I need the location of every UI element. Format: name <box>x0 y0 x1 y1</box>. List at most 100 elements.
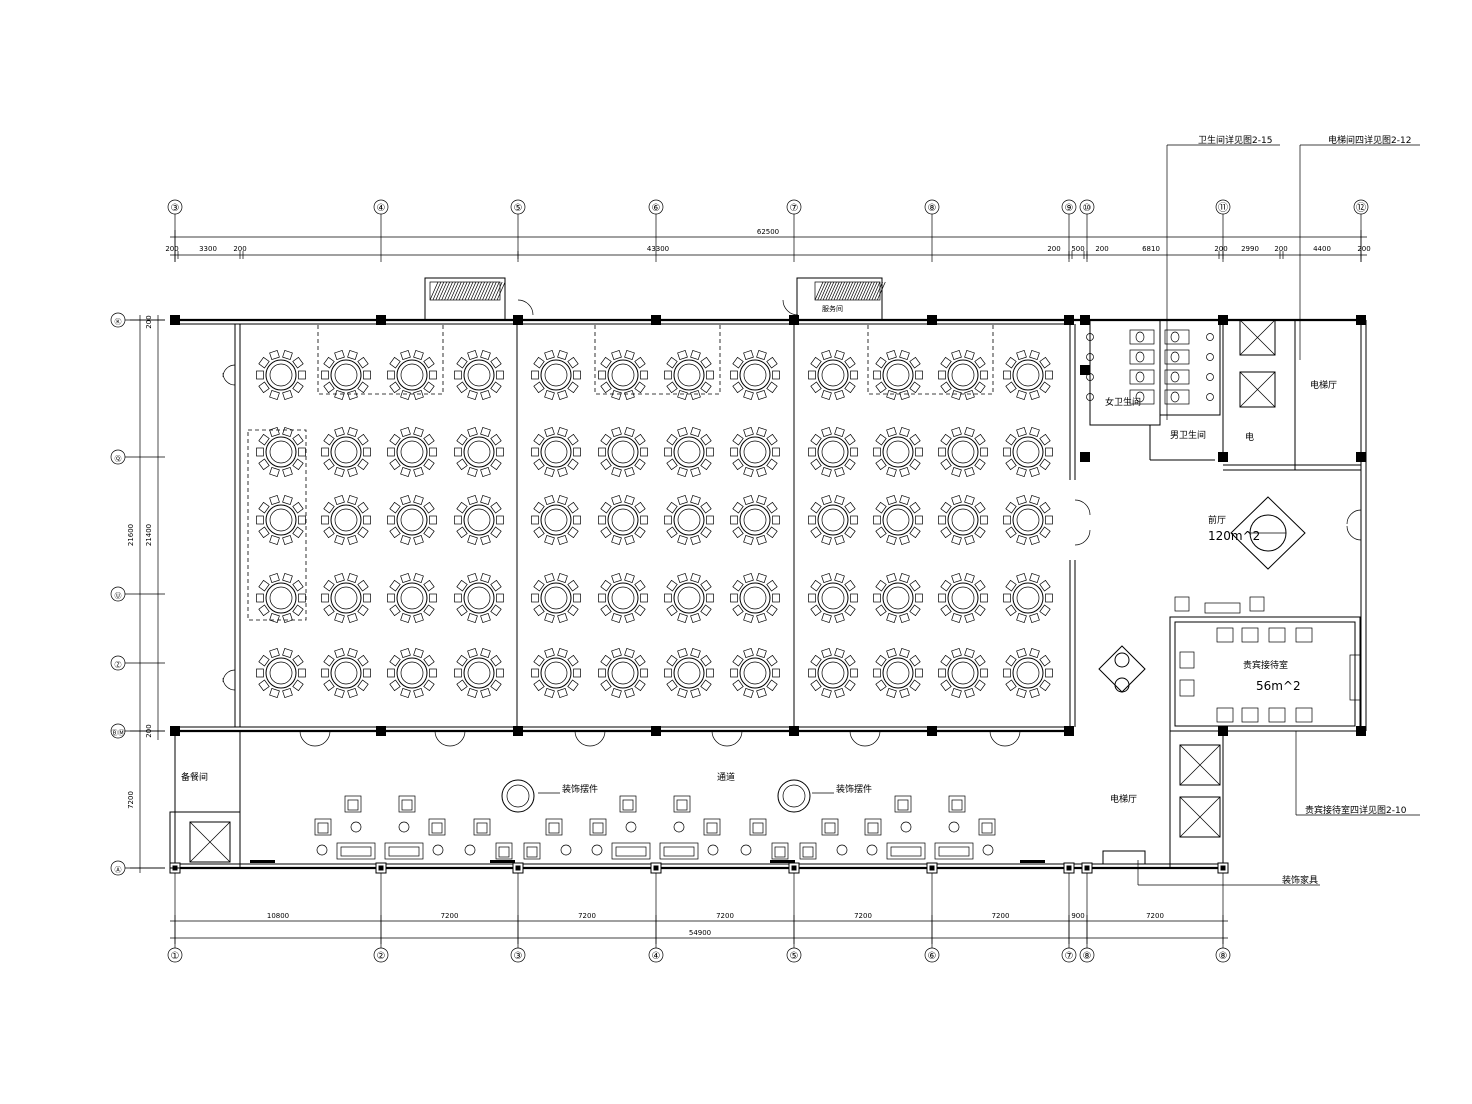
seat <box>756 687 767 698</box>
seat <box>624 573 635 584</box>
seat <box>909 579 921 592</box>
seat <box>690 573 701 584</box>
dashed-zones <box>247 323 994 621</box>
bottom-dim-segment: 7200 <box>1146 912 1164 920</box>
seat <box>282 495 293 506</box>
seat <box>808 593 816 603</box>
sofa <box>384 842 424 860</box>
seat <box>1045 370 1053 380</box>
seat <box>810 501 822 514</box>
seat <box>544 427 555 438</box>
seat <box>732 604 744 617</box>
banquet-table <box>664 350 714 400</box>
seat <box>400 389 411 400</box>
banquet-table <box>598 573 648 623</box>
seat <box>321 593 329 603</box>
seat <box>850 515 858 525</box>
seat <box>573 447 581 457</box>
seat <box>624 389 635 400</box>
seat <box>282 534 293 545</box>
seat <box>886 466 897 477</box>
seat <box>1029 573 1040 584</box>
seat <box>634 501 646 514</box>
seat <box>334 466 345 477</box>
banquet-table <box>808 350 858 400</box>
side-table <box>740 844 752 856</box>
seat <box>567 433 579 446</box>
seat <box>423 679 435 692</box>
seat <box>875 381 887 394</box>
seat <box>544 389 555 400</box>
seat <box>732 458 744 471</box>
seat <box>282 648 293 659</box>
seat <box>347 389 358 400</box>
banquet-table <box>938 427 988 477</box>
axis-label-bottom: ⑦ <box>1065 951 1074 962</box>
column <box>1080 365 1090 375</box>
lounge-chair <box>821 818 839 836</box>
seat <box>467 466 478 477</box>
seat <box>821 495 832 506</box>
seat <box>666 526 678 539</box>
bottom-dim-segment: 900 <box>1071 912 1084 920</box>
axis-label-top: ⑤ <box>514 203 523 214</box>
banquet-table <box>321 350 371 400</box>
seat <box>334 612 345 623</box>
seat <box>964 534 975 545</box>
seat <box>423 356 435 369</box>
seat <box>909 381 921 394</box>
seat <box>700 381 712 394</box>
seat <box>413 612 424 623</box>
seat <box>389 526 401 539</box>
seat <box>700 604 712 617</box>
seat <box>700 501 712 514</box>
lounge-chair <box>495 842 513 860</box>
column <box>651 315 661 325</box>
seat <box>292 679 304 692</box>
seat <box>544 534 555 545</box>
seat <box>1016 495 1027 506</box>
lounge-chair <box>428 818 446 836</box>
seat <box>766 579 778 592</box>
seat <box>258 654 270 667</box>
column <box>170 315 180 325</box>
seat <box>899 687 910 698</box>
seat <box>256 515 264 525</box>
seat <box>940 356 952 369</box>
seat <box>844 356 856 369</box>
seat <box>490 526 502 539</box>
seat <box>664 515 672 525</box>
seat <box>258 679 270 692</box>
furniture-reference-label: 装饰家具 <box>1282 874 1318 886</box>
seat <box>456 604 468 617</box>
seat <box>298 593 306 603</box>
seat <box>533 526 545 539</box>
seat <box>480 466 491 477</box>
seat <box>1039 381 1051 394</box>
seat <box>834 350 845 361</box>
axis-label-top: ⑫ <box>1356 202 1366 214</box>
seat <box>467 427 478 438</box>
seat <box>677 495 688 506</box>
seat <box>951 466 962 477</box>
lounge-chair <box>523 842 541 860</box>
seat <box>666 501 678 514</box>
seat <box>1039 679 1051 692</box>
lounge-chair <box>978 818 996 836</box>
side-table <box>591 844 603 856</box>
lounge-chair <box>473 818 491 836</box>
doors <box>222 299 1362 747</box>
seat <box>467 350 478 361</box>
seat <box>611 466 622 477</box>
seat <box>347 687 358 698</box>
seat <box>456 526 468 539</box>
side-table <box>464 844 476 856</box>
side-table <box>398 821 410 833</box>
seat <box>456 579 468 592</box>
seat <box>634 458 646 471</box>
lower-right-elevators <box>1102 744 1221 865</box>
side-table <box>673 821 685 833</box>
seat <box>557 612 568 623</box>
seat <box>269 573 280 584</box>
seat <box>634 356 646 369</box>
